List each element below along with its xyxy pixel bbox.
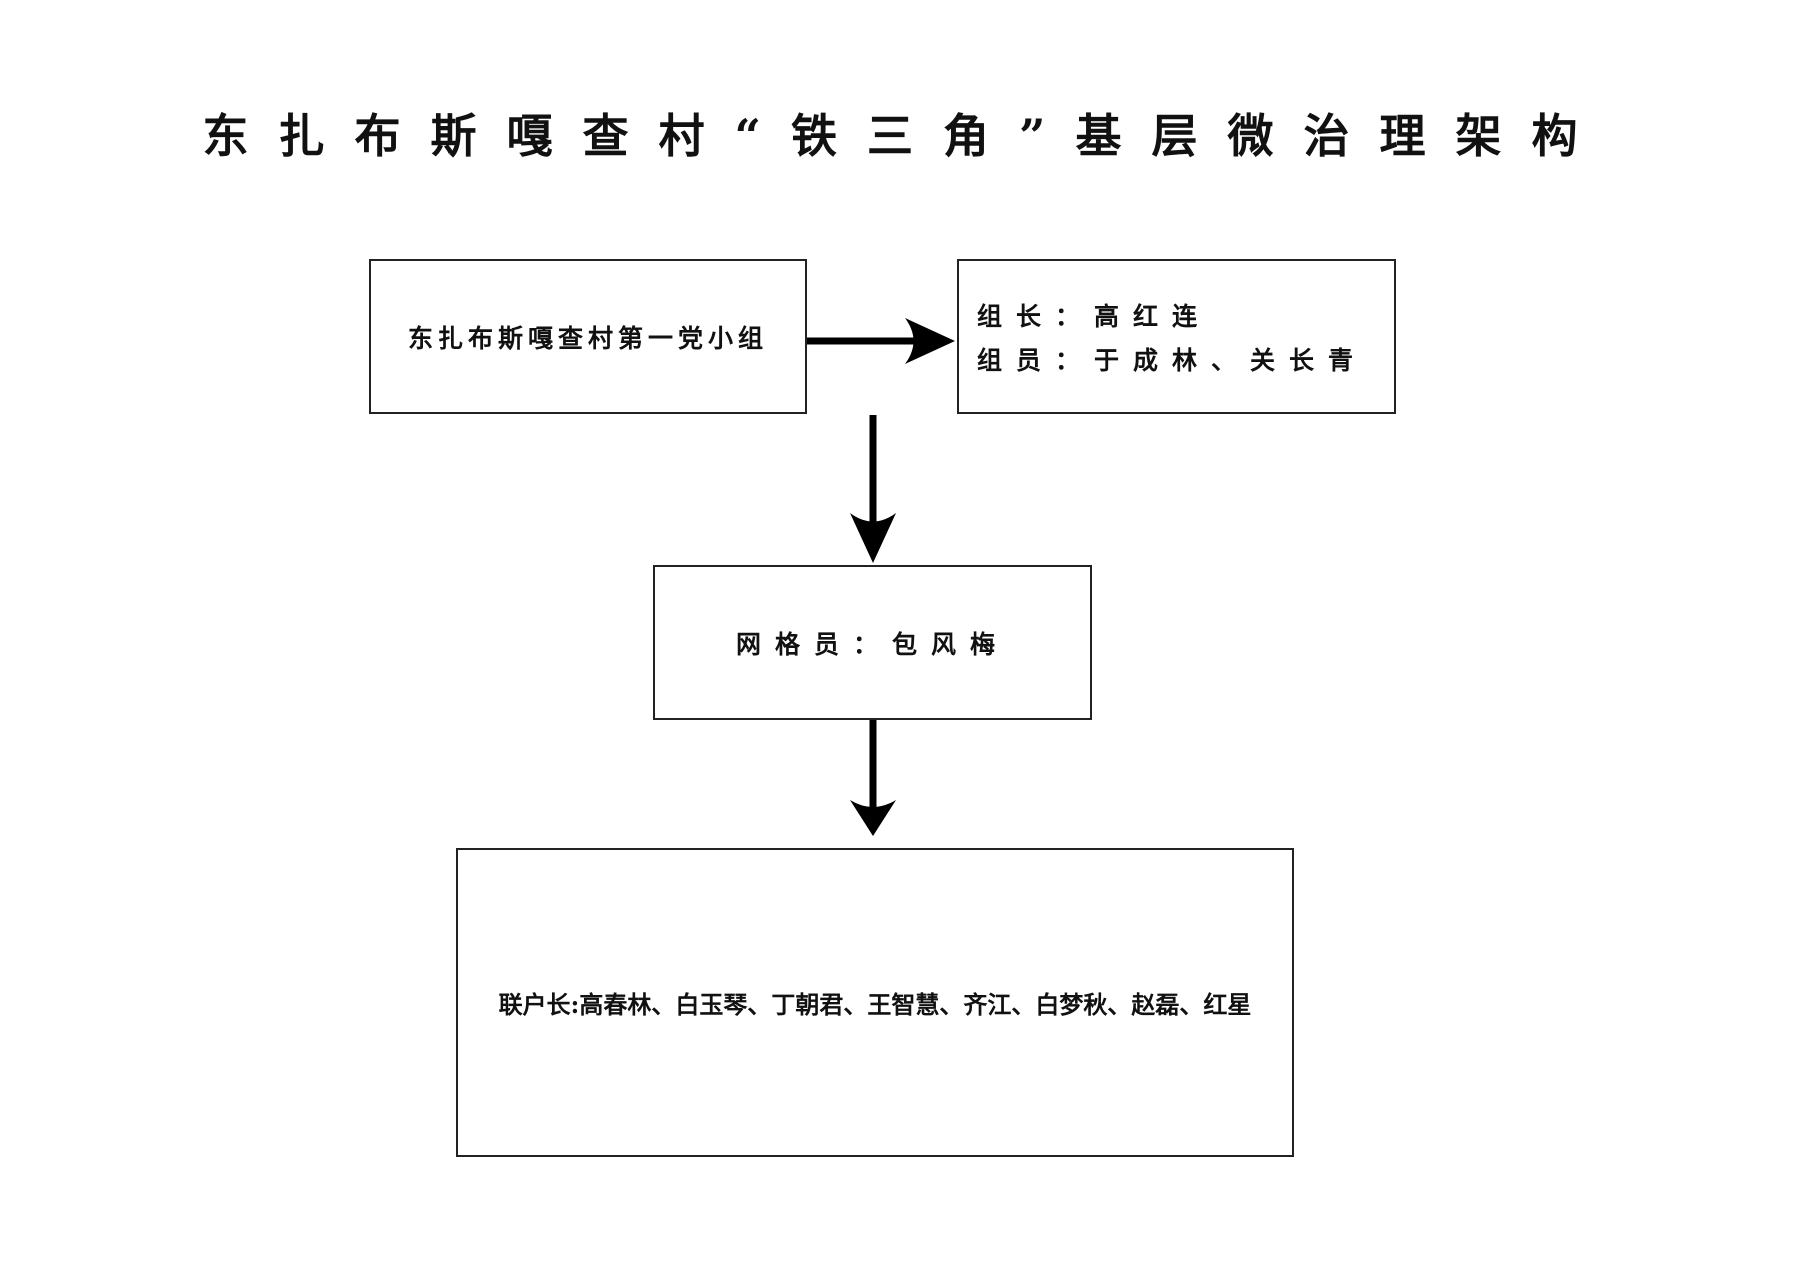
arrow-grid-worker-to-household-heads bbox=[850, 720, 896, 836]
grid-worker-label: 网格员：包风梅 bbox=[735, 629, 1009, 659]
diagram-title: 东扎布斯嘎查村“铁三角”基层微治理架构 bbox=[202, 109, 1608, 163]
household-heads-label: 联户长:高春林、白玉琴、丁朝君、王智慧、齐江、白梦秋、赵磊、红星 bbox=[498, 990, 1252, 1019]
group-members-text: 组员：于成林、关长青 bbox=[977, 345, 1368, 375]
arrow-party-to-grid-worker bbox=[850, 415, 896, 563]
party-group-node: 东扎布斯嘎查村第一党小组 bbox=[369, 259, 807, 414]
household-heads-node: 联户长:高春林、白玉琴、丁朝君、王智慧、齐江、白梦秋、赵磊、红星 bbox=[456, 848, 1294, 1157]
group-members-node: 组长：高红连 组员：于成林、关长青 bbox=[957, 259, 1396, 414]
party-group-label: 东扎布斯嘎查村第一党小组 bbox=[407, 323, 768, 353]
group-leader-text: 组长：高红连 bbox=[977, 301, 1212, 331]
arrow-party-to-members bbox=[807, 318, 955, 364]
grid-worker-node: 网格员：包风梅 bbox=[653, 565, 1092, 720]
